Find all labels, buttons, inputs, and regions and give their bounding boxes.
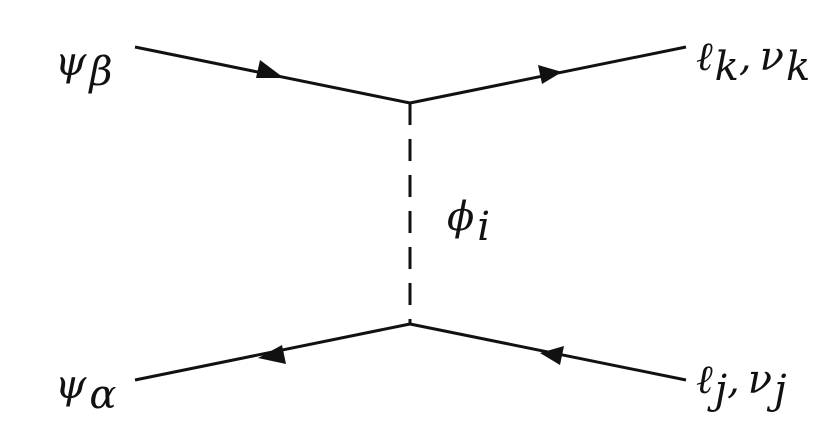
label-lepton-neutrino-j: ℓj,νj [696, 357, 787, 413]
arrow-bottom-left [258, 345, 286, 364]
psi-alpha-symbol: ψ [55, 362, 87, 408]
phi-i-subscript: i [477, 204, 490, 250]
label-lepton-neutrino-k: ℓk,νk [696, 34, 810, 90]
lepton-j-symbol: ℓ [696, 357, 713, 403]
neutrino-k-subscript: k [786, 44, 810, 90]
psi-beta-symbol: ψ [55, 39, 87, 85]
psi-beta-subscript: β [87, 49, 112, 95]
arrow-bottom-right [540, 346, 564, 365]
psi-alpha-subscript: α [89, 372, 116, 418]
arrow-top-left [256, 60, 284, 78]
j-separator: , [727, 357, 740, 403]
lepton-k-symbol: ℓ [696, 34, 713, 80]
neutrino-k-symbol: ν [760, 34, 784, 80]
phi-i-symbol: ϕ [447, 194, 474, 240]
k-separator: , [739, 34, 752, 80]
label-psi-alpha: ψα [55, 362, 116, 418]
neutrino-j-symbol: ν [748, 357, 772, 403]
label-psi-beta: ψβ [55, 39, 113, 95]
arrow-top-right [538, 65, 562, 84]
lepton-k-subscript: k [715, 44, 739, 90]
label-phi-i: ϕi [447, 194, 490, 250]
